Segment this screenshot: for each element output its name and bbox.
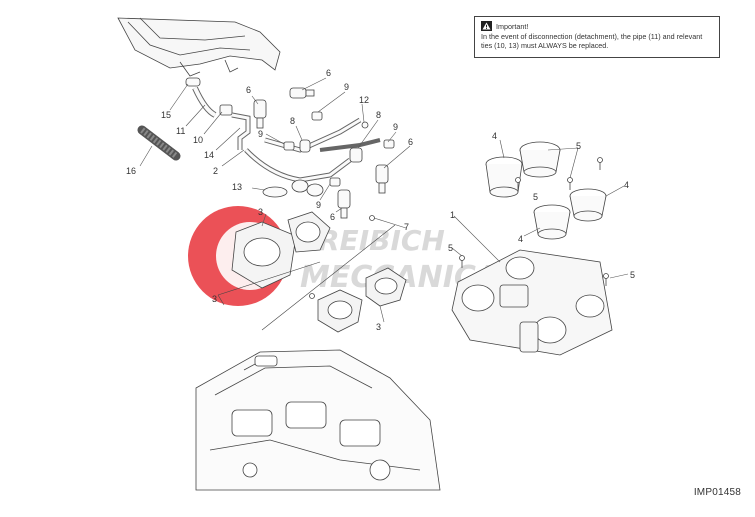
callout-3b: 3 <box>376 322 381 332</box>
notice-text: In the event of disconnection (detachmen… <box>481 32 703 50</box>
clip-9d <box>383 139 395 149</box>
callout-6d: 6 <box>330 212 335 222</box>
callout-5c: 5 <box>448 243 453 253</box>
callout-labels: 15 11 10 14 2 16 13 6 6 9 12 8 8 9 6 9 9… <box>126 68 635 332</box>
callout-2: 2 <box>213 166 218 176</box>
callout-13: 15 <box>161 110 171 120</box>
callout-5b: 5 <box>533 192 538 202</box>
injector-6c <box>337 189 351 219</box>
callout-3a: 3 <box>258 207 263 217</box>
engine-block <box>195 349 441 491</box>
intake-bellmouths-4 <box>485 141 607 240</box>
callout-5a: 5 <box>576 141 581 151</box>
clip-14 <box>262 186 288 198</box>
callout-3c: 3 <box>212 294 217 304</box>
diagram-code: IMP01458 <box>693 487 741 498</box>
callout-9c: 9 <box>258 129 263 139</box>
clip-9c <box>329 177 341 187</box>
screw-12 <box>361 121 369 129</box>
callout-14: 13 <box>232 182 242 192</box>
leader-lines <box>139 77 629 323</box>
callout-11: 11 <box>176 126 185 136</box>
callout-16: 16 <box>126 166 136 176</box>
callout-9b: 9 <box>393 122 398 132</box>
watermark-line1: REIBICH <box>318 224 445 257</box>
injector-8a <box>349 147 363 163</box>
fuel-hoses-and-fittings <box>185 77 395 219</box>
callout-4c: 4 <box>518 234 523 244</box>
callout-7: 7 <box>404 222 409 232</box>
callout-4b: 4 <box>624 180 629 190</box>
corrugated-tube-16 <box>137 125 181 161</box>
callout-6c: 6 <box>408 137 413 147</box>
callout-8a: 8 <box>290 116 295 126</box>
injector-6d <box>375 164 389 194</box>
clip-9a <box>311 111 323 121</box>
air-duct <box>117 17 281 77</box>
callout-10: 10 <box>193 135 203 145</box>
callout-8b: 8 <box>376 110 381 120</box>
warning-triangle-icon <box>481 21 492 31</box>
injector-6a <box>253 99 267 129</box>
clamp-13 <box>185 77 201 87</box>
injector-6b <box>289 87 315 99</box>
screws <box>309 157 609 299</box>
callout-6a: 6 <box>246 85 251 95</box>
callout-6b: 6 <box>326 68 331 78</box>
callout-9d: 9 <box>316 200 321 210</box>
callout-5d: 5 <box>630 270 635 280</box>
injector-8b <box>299 139 311 153</box>
intake-spacers-3 <box>231 211 407 333</box>
clip-9b <box>283 141 295 151</box>
callout-4a: 4 <box>492 131 497 141</box>
important-notice-box: Important! In the event of disconnection… <box>474 16 720 58</box>
callout-1: 1 <box>450 210 455 220</box>
notice-title: Important! <box>496 21 529 31</box>
fitting-10 <box>219 104 233 116</box>
callout-12: 12 <box>359 95 369 105</box>
callout-15: 14 <box>204 150 214 160</box>
callout-9a: 9 <box>344 82 349 92</box>
throttle-body-assembly <box>451 249 613 356</box>
